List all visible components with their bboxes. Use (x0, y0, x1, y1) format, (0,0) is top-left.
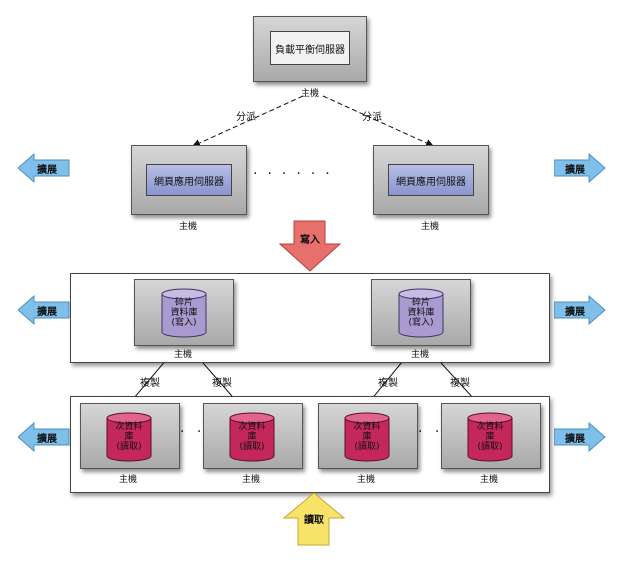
replica-db-text-4: 次資料 庫 (讀取) (467, 422, 513, 458)
replica-db-line2-2: 庫 (247, 432, 257, 442)
shard-db-cylinder-1 (161, 288, 207, 338)
load-balancer-host: 負載平衡伺服器 (253, 16, 367, 82)
scale-arrow-right-1 (554, 153, 606, 183)
replicate-label-2: 複製 (212, 378, 232, 389)
shard-db-text-1: 碎片 資料庫 (寫入) (161, 298, 207, 334)
replica-db-line1-2: 次資料 (238, 422, 266, 432)
replica-db-line3-4: (讀取) (477, 442, 503, 452)
write-label: 寫入 (300, 234, 320, 246)
web-server-label-2: 網頁應用伺服器 (388, 164, 474, 196)
replica-host-label-3: 主機 (357, 475, 376, 485)
replicate-label-1: 複製 (140, 378, 160, 389)
shard-db-line3-1: (寫入) (171, 318, 197, 328)
scale-arrow-right-2 (554, 295, 606, 325)
scale-arrow-left-1 (18, 153, 70, 183)
replica-db-text-3: 次資料 庫 (讀取) (344, 422, 390, 458)
replica-db-cylinder-3 (344, 412, 390, 462)
web-server-label-1: 網頁應用伺服器 (146, 164, 232, 196)
scale-label-right-1: 擴展 (565, 164, 585, 176)
dispatch-line-right (322, 95, 434, 147)
dispatch-label-left: 分派 (236, 112, 256, 123)
shard-db-line2-2: 資料庫 (407, 308, 435, 318)
scale-arrow-right-3 (554, 422, 606, 452)
replica-db-line2-1: 庫 (124, 432, 134, 442)
load-balancer-label: 負載平衡伺服器 (270, 31, 350, 65)
replica-ellipsis-left: · · (180, 424, 206, 440)
scale-arrow-left-2 (18, 295, 70, 325)
replica-db-cylinder-1 (106, 412, 152, 462)
replica-db-text-1: 次資料 庫 (讀取) (106, 422, 152, 458)
load-balancer-host-label: 主機 (301, 89, 320, 99)
shard-db-line1-2: 碎片 (411, 298, 430, 308)
replica-host-label-4: 主機 (480, 475, 499, 485)
dispatch-line-left (192, 95, 304, 147)
write-arrow (279, 220, 341, 272)
shard-host-label-2: 主機 (411, 350, 430, 360)
web-server-host-2: 網頁應用伺服器 (373, 145, 489, 215)
replica-db-line2-3: 庫 (362, 432, 372, 442)
shard-db-line3-2: (寫入) (408, 318, 434, 328)
replica-host-label-1: 主機 (119, 475, 138, 485)
scale-label-left-1: 擴展 (37, 164, 57, 176)
shard-db-cylinder-2 (398, 288, 444, 338)
web-server-host-1: 網頁應用伺服器 (131, 145, 247, 215)
replica-db-line3-3: (讀取) (354, 442, 380, 452)
web-server-host-label-2: 主機 (421, 222, 440, 232)
replica-db-line3-2: (讀取) (239, 442, 265, 452)
shard-db-line2-1: 資料庫 (170, 308, 198, 318)
replica-db-line3-1: (讀取) (116, 442, 142, 452)
read-label: 讀取 (304, 514, 324, 526)
replica-ellipsis-right: · · (418, 424, 444, 440)
replica-db-line1-4: 次資料 (476, 422, 504, 432)
replica-db-line2-4: 庫 (485, 432, 495, 442)
web-server-ellipsis: ······ (253, 166, 340, 182)
shard-db-text-2: 碎片 資料庫 (寫入) (398, 298, 444, 334)
replica-db-line1-3: 次資料 (353, 422, 381, 432)
scale-label-left-2: 擴展 (37, 306, 57, 318)
web-server-host-label-1: 主機 (179, 222, 198, 232)
scale-label-right-3: 擴展 (565, 433, 585, 445)
read-arrow (283, 492, 345, 546)
scale-label-right-2: 擴展 (565, 306, 585, 318)
replicate-label-4: 複製 (450, 378, 470, 389)
shard-host-label-1: 主機 (174, 350, 193, 360)
scale-arrow-left-3 (18, 422, 70, 452)
shard-db-line1-1: 碎片 (174, 298, 193, 308)
scale-label-left-3: 擴展 (37, 433, 57, 445)
replica-db-line1-1: 次資料 (115, 422, 143, 432)
replicate-label-3: 複製 (378, 378, 398, 389)
replica-db-cylinder-4 (467, 412, 513, 462)
replica-db-cylinder-2 (229, 412, 275, 462)
replica-host-label-2: 主機 (242, 475, 261, 485)
dispatch-label-right: 分派 (362, 112, 382, 123)
replica-db-text-2: 次資料 庫 (讀取) (229, 422, 275, 458)
